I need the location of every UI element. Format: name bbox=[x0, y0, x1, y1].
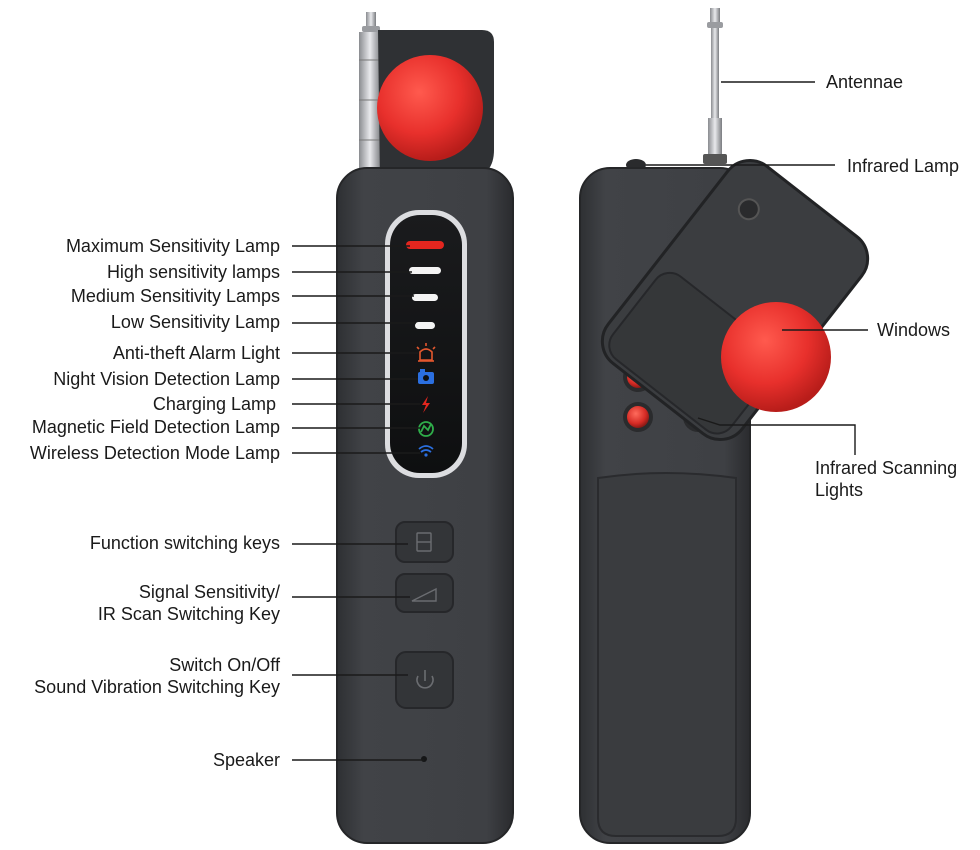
callout-lines bbox=[292, 81, 868, 761]
signal-sensitivity-key-shape bbox=[395, 573, 454, 613]
label-maximum-sensitivity-lamp: Maximum Sensitivity Lamp bbox=[65, 236, 280, 256]
label-wireless-detection-mode-lamp: Wireless Detection Mode Lamp bbox=[29, 443, 280, 463]
wireless-icon bbox=[418, 445, 434, 457]
front-device bbox=[336, 12, 514, 844]
label-function-switching-keys: Function switching keys bbox=[89, 533, 280, 553]
speaker-hole bbox=[421, 756, 427, 762]
function-switching-key-shape bbox=[395, 521, 454, 563]
label-switch-on-off-key: Switch On/Off Sound Vibration Switching … bbox=[34, 655, 280, 697]
front-antenna bbox=[359, 12, 381, 182]
label-infrared-lamp: Infrared Lamp bbox=[847, 156, 960, 176]
power-key-shape bbox=[395, 651, 454, 709]
back-cover-panel bbox=[597, 472, 737, 837]
label-high-sensitivity-lamps: High sensitivity lamps bbox=[106, 262, 280, 282]
label-antennae: Antennae bbox=[826, 72, 904, 92]
night-vision-icon bbox=[418, 369, 434, 384]
back-red-window bbox=[721, 302, 831, 412]
front-body bbox=[336, 167, 514, 844]
label-infrared-scanning-lights: Infrared Scanning Lights bbox=[815, 458, 958, 500]
back-device bbox=[579, 8, 870, 844]
label-windows: Windows bbox=[877, 320, 951, 340]
label-anti-theft-alarm-light: Anti-theft Alarm Light bbox=[112, 343, 280, 363]
front-red-window bbox=[377, 55, 483, 161]
magnetic-field-icon bbox=[418, 421, 434, 437]
high-sensitivity-lamp-shape bbox=[409, 267, 441, 274]
low-sensitivity-lamp-shape bbox=[415, 322, 435, 329]
anti-theft-alarm-icon bbox=[416, 343, 436, 362]
charging-icon bbox=[422, 396, 430, 413]
label-charging-lamp: Charging Lamp bbox=[152, 394, 276, 414]
label-speaker: Speaker bbox=[212, 750, 280, 770]
medium-sensitivity-lamp-shape bbox=[412, 294, 438, 301]
maximum-sensitivity-lamp-shape bbox=[406, 241, 444, 249]
label-signal-sensitivity-key: Signal Sensitivity/ IR Scan Switching Ke… bbox=[97, 582, 280, 624]
label-low-sensitivity-lamp: Low Sensitivity Lamp bbox=[110, 312, 280, 332]
label-night-vision-detection-lamp: Night Vision Detection Lamp bbox=[53, 369, 280, 389]
label-medium-sensitivity-lamps: Medium Sensitivity Lamps bbox=[70, 286, 280, 306]
back-antenna bbox=[703, 8, 727, 164]
label-magnetic-field-detection-lamp: Magnetic Field Detection Lamp bbox=[31, 417, 280, 437]
